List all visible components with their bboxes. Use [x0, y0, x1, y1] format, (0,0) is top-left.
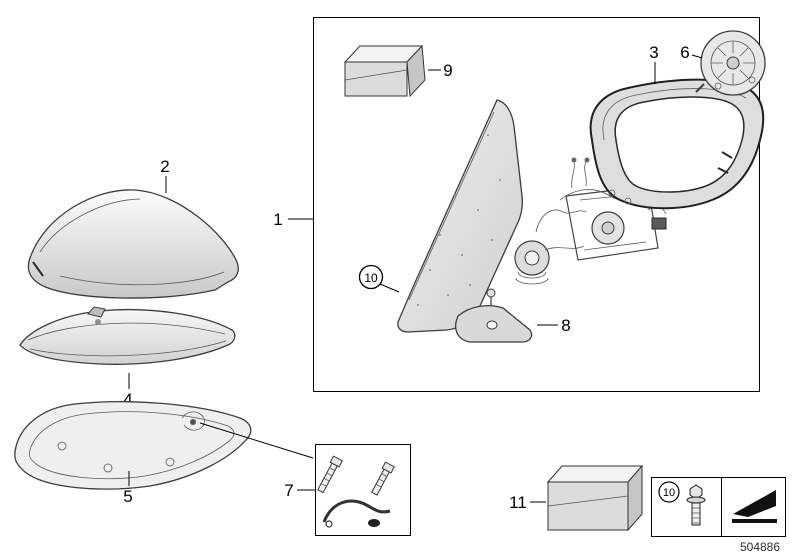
- main-assembly-frame: [313, 17, 760, 392]
- mirror-actuator-part: [695, 30, 766, 96]
- callout-6-lead: [691, 54, 703, 59]
- mirror-base-plate-part: [397, 99, 524, 333]
- part-code: 504886: [740, 540, 780, 554]
- callout-2[interactable]: 2: [160, 157, 169, 176]
- wedge-symbol-icon: [732, 490, 777, 523]
- bracket-part: [322, 499, 391, 528]
- callout-8[interactable]: 8: [561, 316, 570, 335]
- mirror-frame-part: [589, 78, 765, 210]
- turn-signal-lamp-part: [19, 306, 236, 365]
- callout-4[interactable]: 4: [123, 390, 132, 409]
- parts-box-11: [546, 464, 644, 532]
- legend-10-circle: [658, 481, 680, 503]
- callout-3[interactable]: 3: [649, 43, 658, 62]
- callout-11[interactable]: 11: [509, 493, 527, 512]
- mirror-cap-part: [27, 189, 239, 299]
- legend-10-label: 10: [663, 487, 675, 499]
- bolt-icon: [686, 484, 706, 526]
- hardware-kit-frame: [315, 444, 411, 536]
- callout-10-lead: [379, 283, 400, 293]
- callout-10[interactable]: 10: [364, 271, 378, 285]
- callout-7[interactable]: 7: [284, 481, 293, 500]
- callout-5[interactable]: 5: [123, 487, 132, 506]
- callout-6[interactable]: 6: [680, 43, 689, 62]
- callout-9[interactable]: 9: [443, 61, 452, 80]
- callout-10-circle[interactable]: [358, 264, 384, 290]
- parts-box-9: [343, 44, 426, 98]
- base-gasket-part: [455, 288, 533, 343]
- legend-symbol-cell: [721, 477, 786, 537]
- callout-1[interactable]: 1: [273, 210, 282, 229]
- screw-icon: [317, 455, 395, 496]
- mirror-drive-assembly-part: [514, 157, 667, 285]
- clip-to-hardware-lead: [199, 422, 314, 459]
- lower-housing-part: [14, 401, 252, 490]
